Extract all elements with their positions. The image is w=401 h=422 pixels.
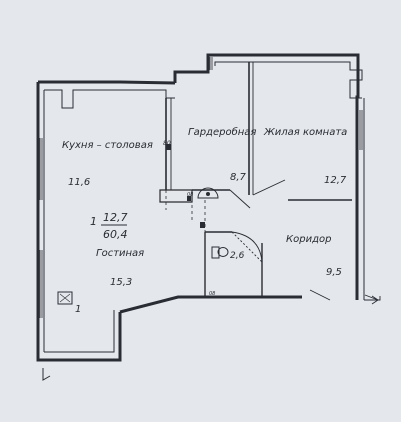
corridor-area: 9,5 (326, 267, 342, 278)
window-kitchen (39, 138, 43, 200)
wall-block-core (159, 189, 193, 203)
door-living-leaf (252, 179, 286, 196)
door-bath-leaf (231, 231, 263, 263)
window-right (359, 110, 363, 150)
living-room-name: Жилая комната (263, 127, 347, 138)
door-bath-arc (231, 231, 263, 263)
living-room-area: 12,7 (324, 175, 347, 186)
door-entry-frame (364, 296, 381, 301)
dashed-lines (165, 190, 206, 232)
ventilation-riser-icon (57, 291, 73, 305)
apartment-total-area: 60,4 (103, 228, 128, 241)
exterior-walls (36, 53, 360, 362)
wardrobe-name: Гардеробная (188, 126, 256, 138)
vent-bottom-label: 08 (209, 291, 215, 297)
corridor-name: Коридор (286, 234, 331, 245)
apartment-living-area: 12,7 (103, 211, 128, 224)
door-corridor-leaf (309, 289, 331, 301)
door-entry-arrow (371, 295, 379, 305)
section-mark (42, 368, 51, 381)
vent-mid-label: 08 (187, 192, 193, 198)
vent-top-label: 80 (163, 140, 171, 147)
kitchen-name: Кухня – столовая (62, 140, 153, 151)
lounge-area: 15,3 (110, 277, 132, 288)
sink-icon (197, 187, 219, 199)
riser-label: 1 (75, 304, 81, 315)
kitchen-area: 11,6 (68, 177, 90, 188)
door-entry-leaf (364, 294, 379, 301)
door-wardrobe-leaf (229, 189, 251, 209)
doors (229, 179, 381, 305)
toilet-icon (211, 246, 229, 259)
lounge-name: Гостиная (96, 248, 144, 259)
apartment-number: 1 (90, 215, 97, 228)
window-top (209, 57, 213, 70)
bathroom-area: 2,6 (230, 251, 245, 261)
window-lounge (39, 250, 43, 318)
vent-marks (166, 144, 205, 228)
wardrobe-area: 8,7 (230, 172, 247, 183)
exterior-wall-inner-line (43, 61, 365, 353)
windows (39, 57, 363, 318)
